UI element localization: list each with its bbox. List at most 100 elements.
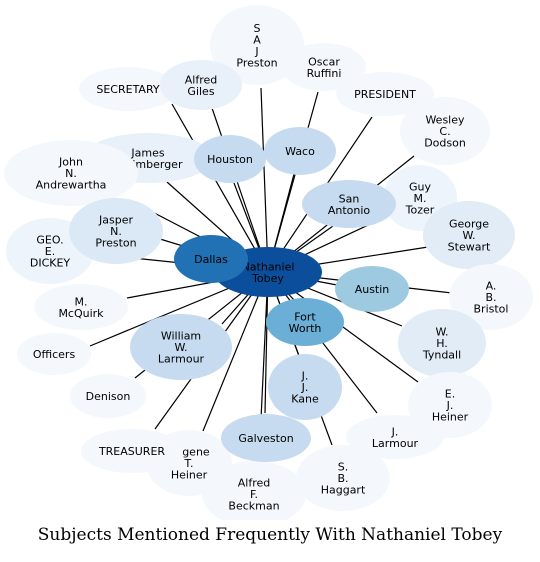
node-label-line: Jasper [98,214,133,227]
node-president: PRESIDENT [336,72,434,116]
node-label-line: James [130,146,164,159]
node-ellipse [160,60,242,110]
node-label-line: F. [250,488,258,501]
node-mcquirk: M.McQuirk [34,284,128,330]
node-ellipse [34,284,128,330]
node-label-line: Preston [95,237,136,250]
edge-secretary [171,103,269,273]
node-ellipse [4,140,138,206]
node-ellipse [130,314,232,380]
node-label-line: A. [486,280,497,293]
node-waco: Waco [264,127,336,175]
edge-eugene [202,271,269,432]
node-officers: Officers [17,333,91,375]
node-secretary: SECRETARY [79,67,177,111]
node-label-line: M. [75,295,88,308]
node-label-line: McQuirk [58,307,104,320]
node-galveston: Galveston [221,414,311,462]
node-ellipse [423,201,515,269]
node-label-line: J. [301,381,309,394]
node-ellipse [282,43,366,91]
node-ellipse [221,414,311,462]
node-ellipse [17,333,91,375]
node-ellipse [449,264,533,330]
node-ellipse [79,67,177,111]
node-label-line: Haggart [321,484,366,497]
node-label-line: E. [45,245,55,258]
node-label-line: Officers [33,348,76,361]
node-label-line: S. [338,461,348,474]
node-ellipse [264,127,336,175]
node-label-line: PRESIDENT [354,88,416,101]
node-label-line: Nathaniel [242,260,295,273]
node-dallas: Dallas [174,235,248,283]
node-label-line: Giles [187,85,214,98]
node-ellipse [268,354,342,420]
node-treasurer: TREASURER [81,429,183,473]
node-ellipse [266,298,344,346]
node-label-line: Houston [207,153,253,166]
node-label-line: Antonio [328,204,371,217]
node-label-line: B. [337,472,348,485]
node-label-line: William [161,330,201,343]
node-label-line: Bristol [474,303,509,316]
node-ellipse [81,429,183,473]
node-label-line: SECRETARY [96,83,160,96]
node-label-line: Worth [289,322,322,335]
node-austin: Austin [335,266,409,312]
node-label-line: Alfred [238,477,270,490]
node-label-line: Stewart [448,241,491,254]
node-label-line: N. [110,225,122,238]
node-tyndall: W.H.Tyndall [398,309,486,377]
node-label-line: E. [445,388,455,401]
node-haggart: S.B.Haggart [296,445,390,511]
node-label-line: W. [435,326,448,339]
node-label-line: B. [485,291,496,304]
node-ellipse [70,374,146,418]
node-label-line: Waco [285,145,315,158]
node-label-line: Wesley [425,114,465,127]
node-ellipse [398,309,486,377]
node-bristol: A.B.Bristol [449,264,533,330]
node-label-line: GEO. [36,234,63,247]
node-ellipse [346,415,444,459]
node-larmour_j: J.Larmour [346,415,444,459]
node-label-line: Heiner [171,469,208,482]
edge-giles [211,107,269,273]
node-label-line: Larmour [372,437,419,450]
node-label-line: TREASURER [98,445,165,458]
node-label-line: Austin [355,283,390,296]
node-label-line: M. [414,192,427,205]
node-ellipse [302,180,396,228]
node-houston: Houston [194,135,266,183]
node-ellipse [194,135,266,183]
node-denison: Denison [70,374,146,418]
node-label-line: C. [439,125,450,138]
edge-sajp [260,87,269,273]
diagram-title: Subjects Mentioned Frequently With Natha… [37,525,503,545]
node-label-line: DICKEY [30,257,71,270]
node-label-line: George [449,218,489,231]
node-label-line: Tozer [405,204,435,217]
node-label-line: Guy [409,181,431,194]
node-label-line: W. [174,341,187,354]
node-ellipse [174,235,248,283]
node-label-line: Denison [86,390,131,403]
node-label-line: Dallas [194,253,228,266]
node-label-line: W. [462,229,475,242]
node-label-line: Oscar [308,55,340,68]
node-label-line: J. [446,399,454,412]
node-label-line: J. [301,370,309,383]
node-label-line: Ruffini [307,67,342,80]
node-label-line: Larmour [158,353,205,366]
